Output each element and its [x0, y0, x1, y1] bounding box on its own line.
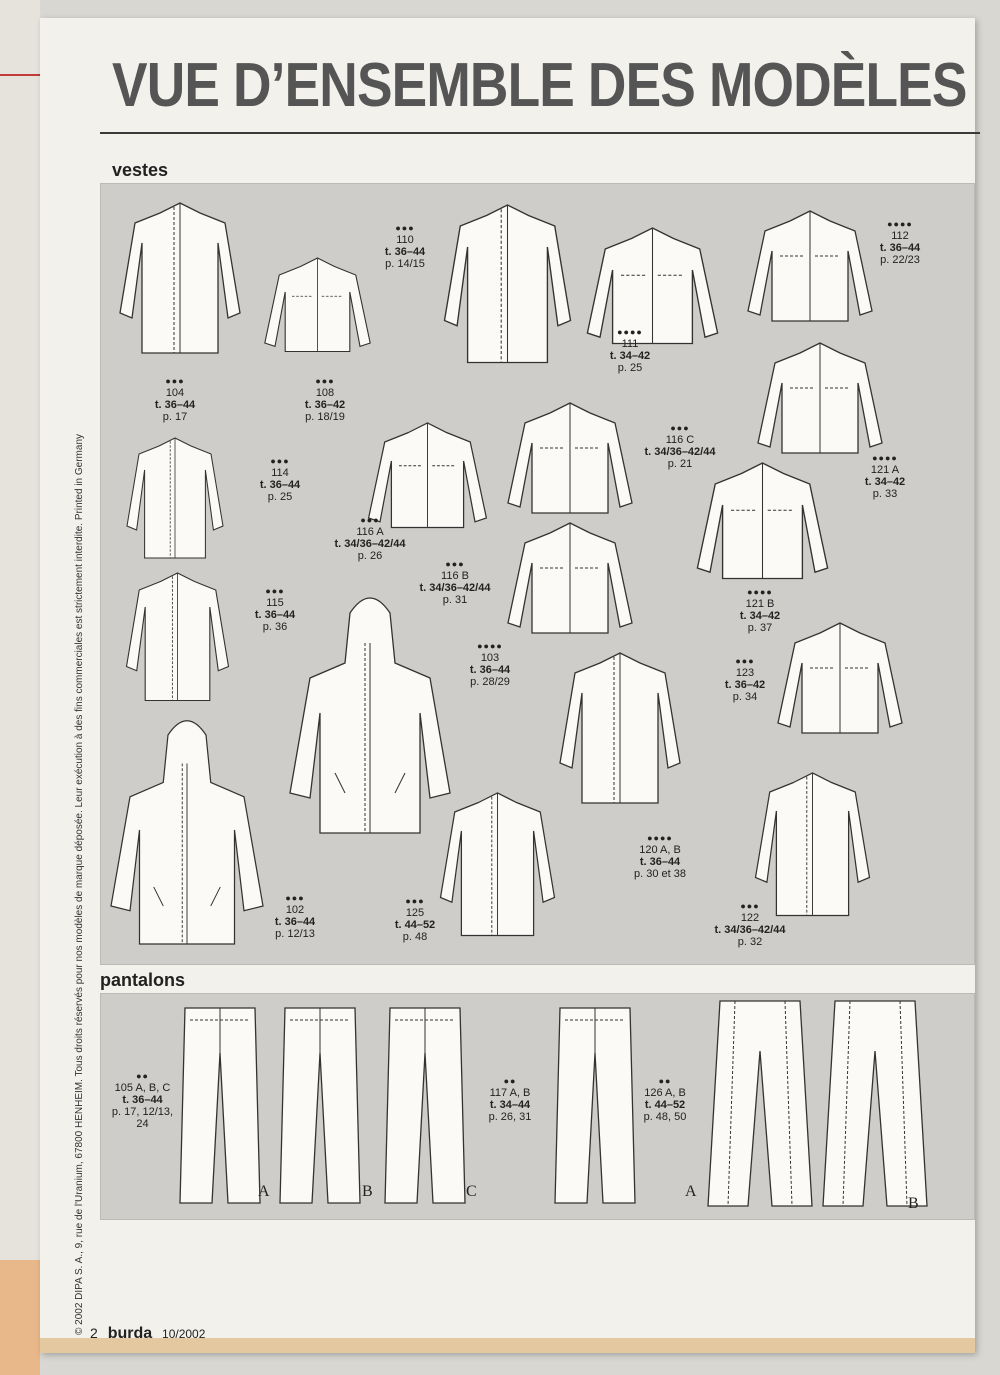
jacket-110 [443, 204, 572, 364]
trousers-105c [384, 1007, 466, 1204]
bottom-color-strip [40, 1338, 975, 1353]
jacket-121a [757, 342, 883, 454]
jacket-116a [367, 422, 488, 529]
section-vestes: vestes [112, 160, 169, 180]
edge-color-strip [0, 1260, 40, 1375]
jacket-123 [777, 622, 903, 734]
jacket-115 [125, 572, 230, 702]
red-margin-line [0, 74, 48, 76]
trousers-126a [707, 1000, 813, 1207]
issue-date: 10/2002 [162, 1327, 206, 1341]
jacket-108 [264, 257, 371, 353]
jacket-102 [110, 720, 264, 945]
trousers-117 [554, 1007, 636, 1204]
page-title: VUE D’ENSEMBLE DES MODÈLES [112, 51, 967, 120]
jacket-120 [559, 652, 681, 804]
jacket-112 [747, 210, 873, 322]
page-number: 2 [90, 1325, 98, 1341]
trousers-126b [822, 1000, 928, 1207]
variant-letter-a2: A [685, 1183, 697, 1200]
variant-letter-b: B [362, 1183, 373, 1200]
jacket-103 [289, 597, 451, 834]
title-rule [100, 132, 980, 134]
jacket-116c [507, 402, 633, 514]
jacket-121b [696, 462, 829, 580]
trousers-105b [279, 1007, 361, 1204]
page-edge [0, 0, 40, 1375]
trousers-105a [179, 1007, 261, 1204]
jacket-116b [507, 522, 633, 634]
jacket-114 [126, 437, 224, 559]
jacket-122 [754, 772, 871, 917]
section-pantalons: pantalons [100, 970, 186, 990]
page-footer: 2 burda 10/2002 [90, 1325, 205, 1343]
brand-name: burda [107, 1325, 153, 1342]
jackets-illustration [110, 202, 903, 945]
variant-letter-c: C [466, 1183, 477, 1200]
copyright-notice: © 2002 DIPA S. A., 9, rue de l'Uranium, … [74, 433, 85, 1335]
variant-letter-a: A [258, 1183, 270, 1200]
variant-letter-b2: B [908, 1195, 919, 1212]
jacket-125 [439, 792, 556, 937]
jacket-104 [119, 202, 241, 354]
